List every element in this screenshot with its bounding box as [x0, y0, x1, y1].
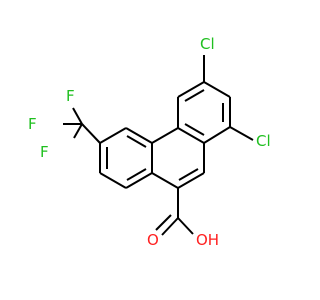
- atom-labels: Cl Cl F F F O OH: [28, 35, 271, 249]
- chlorine-label-top: Cl: [200, 35, 215, 53]
- fluorine-label-left: F: [28, 115, 37, 133]
- molecule-structure: Cl Cl F F F O OH: [28, 35, 271, 249]
- bond-skeleton: [63, 55, 254, 236]
- hydroxyl-label: OH: [196, 231, 219, 249]
- oxygen-label-carbonyl: O: [147, 231, 159, 249]
- chlorine-label-right: Cl: [256, 132, 271, 150]
- fluorine-label-bottom: F: [40, 143, 49, 161]
- fluorine-label-top: F: [66, 87, 75, 105]
